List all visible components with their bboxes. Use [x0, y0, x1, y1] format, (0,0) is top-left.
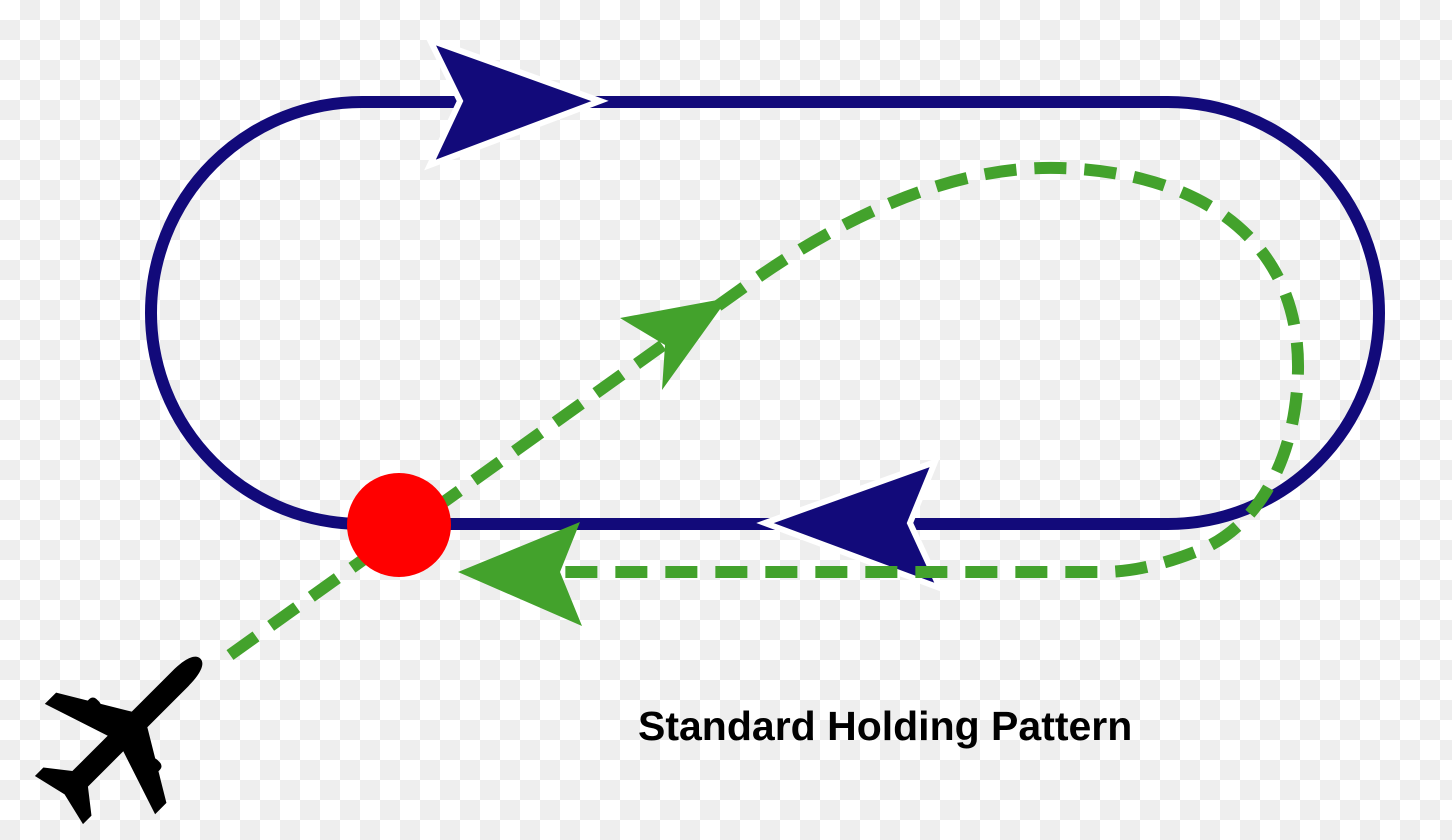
holding-racetrack: [145, 96, 1385, 530]
entry-inbound-arrow: [458, 522, 582, 626]
holding-fix-marker: [347, 473, 451, 577]
inbound-direction-arrow: [756, 456, 946, 594]
entry-direction-arrow: [620, 298, 728, 390]
airplane-icon: [34, 656, 203, 825]
outbound-direction-arrow: [424, 34, 609, 171]
entry-path-dashed: [226, 161, 1305, 660]
diagram-title: Standard Holding Pattern: [638, 703, 1133, 749]
